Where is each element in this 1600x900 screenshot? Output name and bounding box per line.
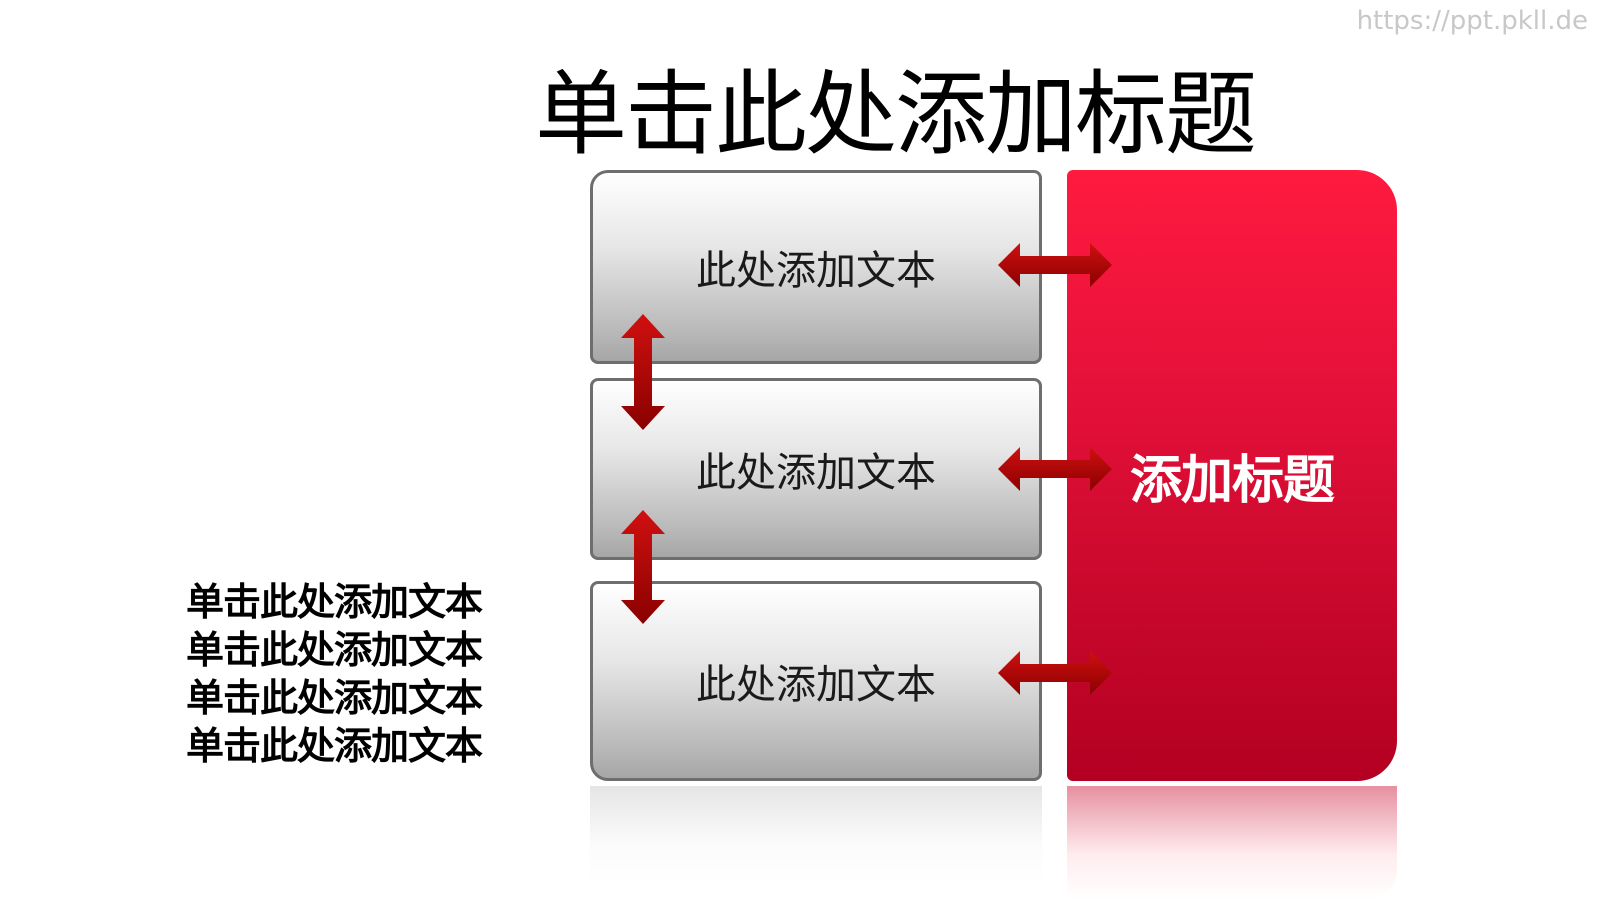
side-text-line-1: 单击此处添加文本 — [186, 580, 483, 624]
side-text-line-4: 单击此处添加文本 — [186, 724, 483, 768]
red-title-box[interactable]: 添加标题 — [1067, 170, 1397, 781]
gray-bar-1-label: 此处添加文本 — [696, 248, 936, 294]
gray-bars-reflection — [590, 786, 1042, 886]
red-box-reflection — [1067, 786, 1397, 900]
side-text-line-3: 单击此处添加文本 — [186, 676, 483, 720]
side-text-block[interactable]: 单击此处添加文本 单击此处添加文本 单击此处添加文本 单击此处添加文本 — [186, 578, 483, 770]
slide-title[interactable]: 单击此处添加标题 — [535, 61, 1257, 168]
red-box-label: 添加标题 — [1129, 451, 1335, 511]
gray-bar-2-label: 此处添加文本 — [696, 450, 936, 496]
gray-bar-2[interactable]: 此处添加文本 — [590, 378, 1042, 560]
side-text-line-2: 单击此处添加文本 — [186, 628, 483, 672]
gray-bar-3[interactable]: 此处添加文本 — [590, 581, 1042, 781]
gray-bar-1[interactable]: 此处添加文本 — [590, 170, 1042, 364]
watermark-url: https://ppt.pkll.de — [1356, 6, 1588, 36]
gray-bar-3-label: 此处添加文本 — [696, 662, 936, 708]
